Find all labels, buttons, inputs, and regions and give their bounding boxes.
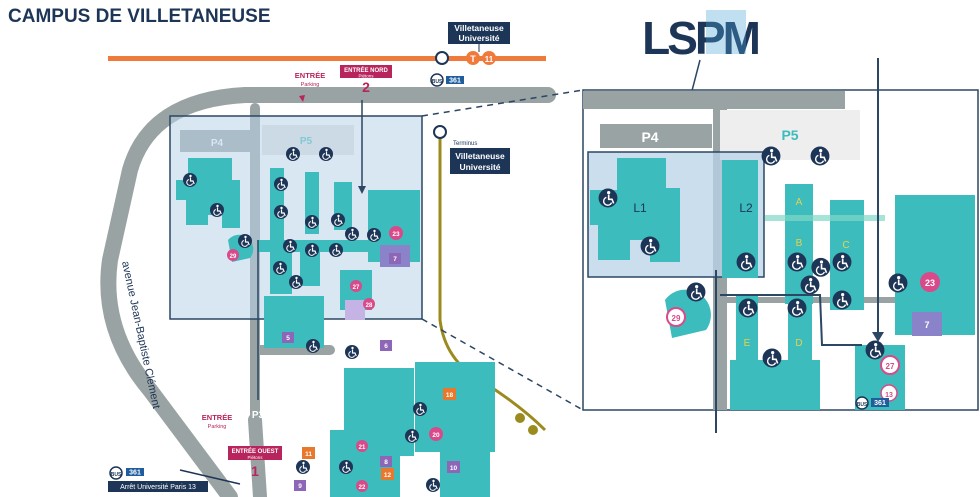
lspm-logo: LSPM [642,10,762,64]
svg-text:13: 13 [885,392,893,399]
tram-stop-2 [528,425,538,435]
svg-text:7: 7 [393,256,397,263]
bus-stop-bottom-icon [109,466,123,480]
entrance-nord-title: ENTRÉE NORD [344,66,388,74]
entrance-main-arrow [299,95,305,102]
entrance-ouest-sub: Piétons [247,455,263,460]
svg-text:20: 20 [432,432,440,439]
svg-text:27: 27 [886,362,895,371]
terminus-sign-line2: Université [459,162,500,172]
tram-11-label: 11 [485,55,494,64]
inset-bus-line-text: 361 [874,400,886,407]
tram-11-badge [482,51,496,65]
svg-text:29: 29 [230,254,237,260]
svg-text:28: 28 [366,303,373,309]
inset-label-d: D [795,338,802,349]
inset-label-l1: L1 [633,201,647,215]
inset-badge-23 [920,272,940,292]
entrance-ouest-title: ENTRÉE OUEST [232,447,279,455]
inset-map-content: P4 P5 L1 L2 A B C D E 23 7 [583,90,975,410]
parking-p3-label: P3 [252,410,265,421]
route-arrows-left [257,100,363,400]
svg-text:6: 6 [384,343,388,350]
tram-t-badge [466,51,480,65]
entrance-main-title: ENTRÉE [295,71,325,80]
svg-text:21: 21 [359,445,366,451]
svg-text:23: 23 [392,231,400,238]
terminus-sign-line1: Villetaneuse [455,151,505,161]
inset-bus-line-badge [871,398,889,407]
main-road [108,56,546,61]
inset-label-e: E [744,338,751,349]
bus-line-bottom-badge [126,468,144,476]
inset-label-a: A [796,197,803,208]
bus-line-top-text: 361 [449,78,461,85]
inset-building-7 [912,312,942,336]
inset-parking-p5-label: P5 [781,127,798,143]
numbered-badges-left: 23 7 29 27 28 5 6 18 20 21 22 10 9 8 11 … [227,226,460,492]
inset-label-c: C [842,240,849,251]
inset-badge-29 [666,307,686,327]
inset-parking-p4 [600,124,712,148]
buildings-left [176,158,495,497]
svg-text:5: 5 [286,335,290,342]
bus-pointer-line [179,469,241,485]
svg-text:12: 12 [384,472,392,479]
terminus-sign [450,148,510,174]
inset-parking-p4-label: P4 [641,129,658,145]
entrance-main-sub: Parking [301,82,320,88]
entrance-nord-number: 2 [362,79,370,95]
entrance-ouest-number: 1 [251,463,259,479]
svg-text:23: 23 [925,278,935,288]
zoom-connector-top [421,89,584,117]
bus-line-bottom-text: 361 [129,470,141,477]
bus-stop-top-icon [430,73,444,87]
inset-bus-label: BUS [857,402,868,408]
inset-label-b: B [796,238,803,249]
svg-text:27: 27 [353,285,360,291]
svg-text:11: 11 [305,451,312,458]
inset-accessibility-icons [810,257,832,278]
svg-text:29: 29 [672,314,681,323]
inset-label-l2: L2 [739,201,753,215]
lspm-logo-text: LSPM [642,12,758,64]
station-sign-top-line1: Villetaneuse [454,23,504,33]
svg-text:8: 8 [384,459,388,466]
bus-stop-bottom-label: BUS [111,472,122,478]
entrance-ouest-badge [228,446,282,460]
station-sign-top-line2: Université [458,33,499,43]
entrance-west-sub: Parking [208,424,227,430]
inset-bus-icon [855,396,869,410]
svg-text:22: 22 [359,485,366,491]
zoom-connector-bottom [421,318,584,411]
station-sign-top [448,22,510,44]
tram-stop-1 [515,413,525,423]
tram-station-marker [435,51,449,65]
inset-badge-27 [880,355,900,375]
bus-stop-name-badge [108,481,208,492]
svg-text:18: 18 [446,392,454,399]
inset-route-arrows [720,90,879,346]
inset-badge-7-label: 7 [924,320,929,330]
tram-t-label: T [470,54,476,64]
page-title: CAMPUS DE VILLETANEUSE [8,6,271,27]
entrance-west-title: ENTRÉE [202,413,232,422]
entrance-nord-sub: Piétons [358,74,374,79]
entrance-nord-badge [340,65,392,78]
terminus-label: Terminus [453,141,477,147]
bus-line-top-badge [446,76,464,84]
bus-stop-top-label: BUS [432,79,443,85]
svg-text:9: 9 [298,483,302,490]
terminus-marker [433,125,447,139]
bus-stop-name: Arrêt Université Paris 13 [120,484,196,491]
svg-text:10: 10 [450,465,458,472]
